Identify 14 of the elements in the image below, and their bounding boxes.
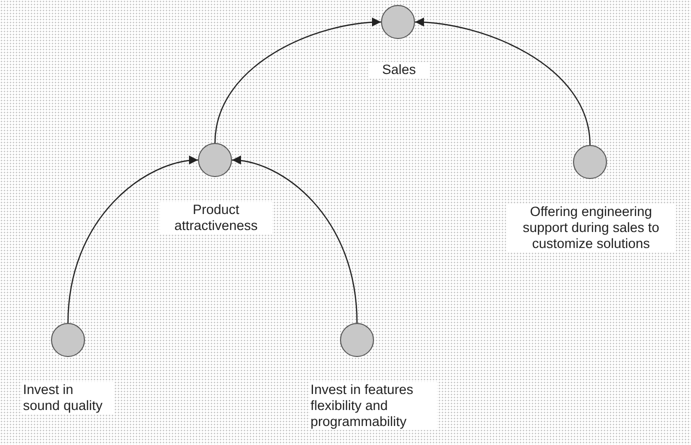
arrow [414, 18, 591, 146]
circle-node [573, 145, 607, 179]
node-label: Invest in sound quality [22, 382, 114, 414]
circle-node [51, 323, 85, 357]
arrow [67, 156, 198, 324]
node-label: Offering engineering support during sales to customize solutions [506, 204, 676, 252]
circle-node [381, 5, 415, 39]
circle-node [340, 323, 374, 357]
circle-node [198, 143, 232, 177]
node-label: Product attractiveness [160, 202, 272, 234]
arrow [232, 156, 358, 324]
node-label: Sales [368, 62, 430, 78]
node-label: Invest in features flexibility and programmability [310, 382, 436, 430]
arrow [214, 18, 382, 144]
